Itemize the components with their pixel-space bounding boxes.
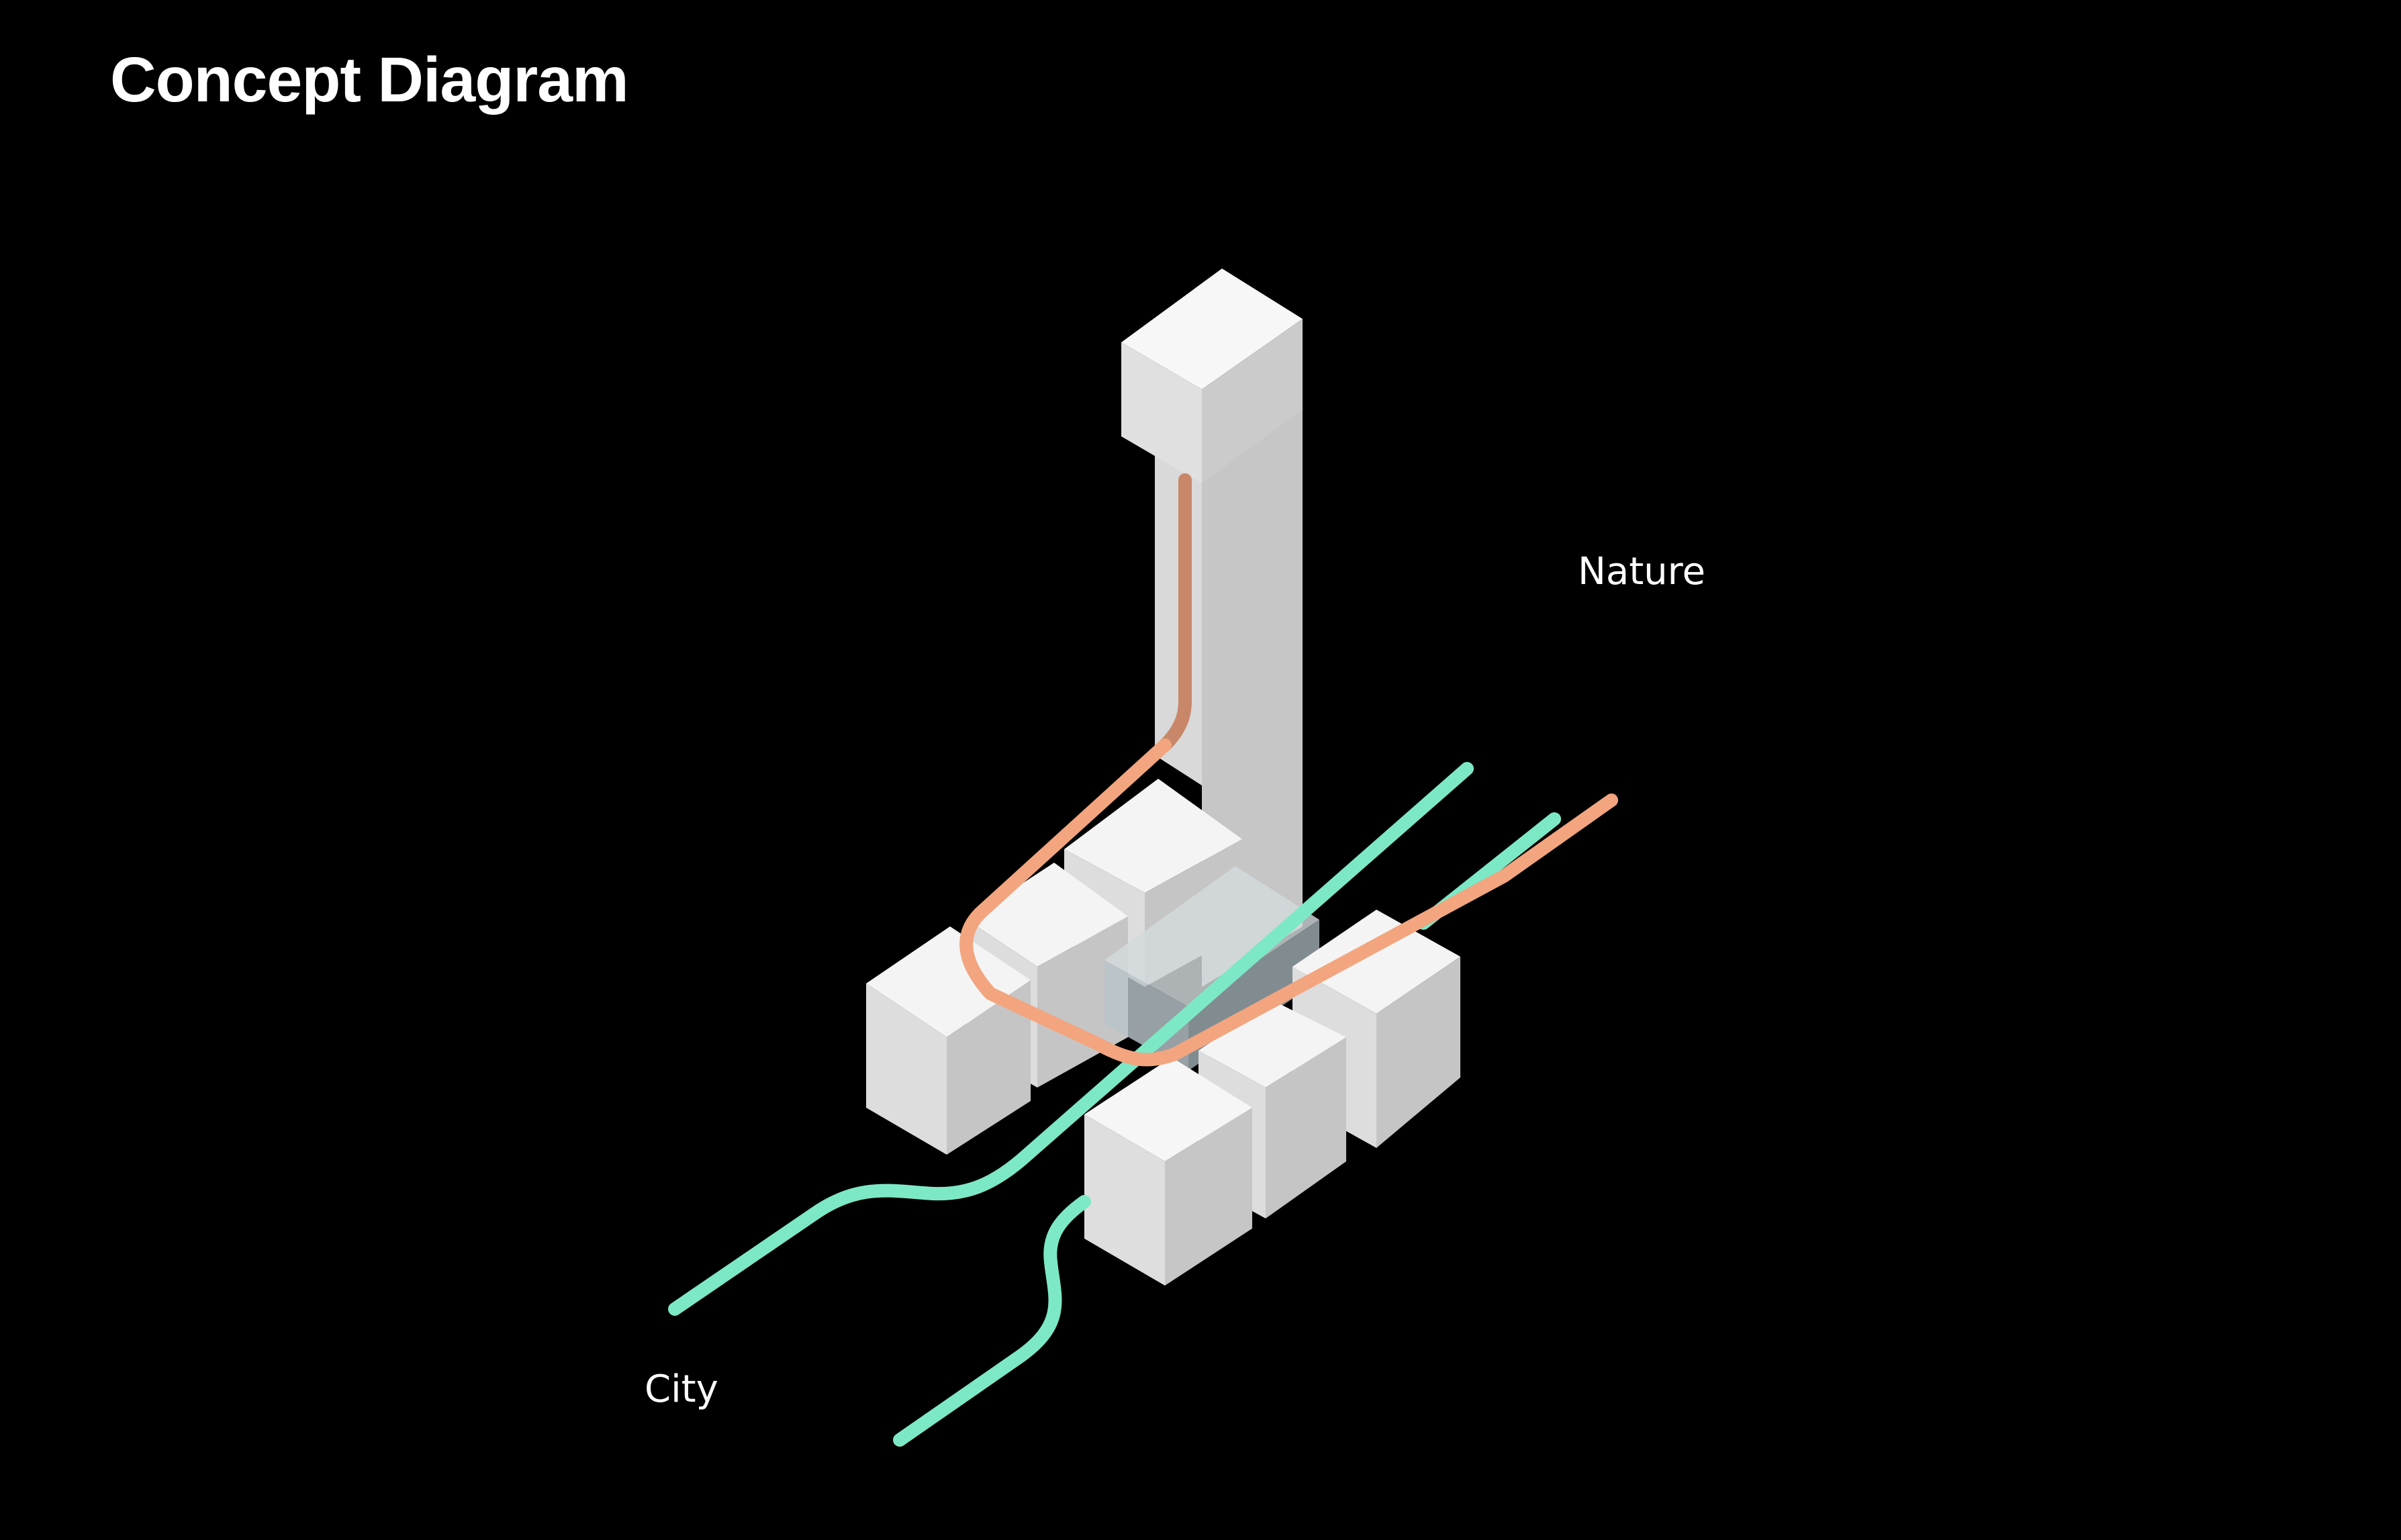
block-top-face	[967, 863, 1128, 967]
city-label: City	[645, 1367, 718, 1411]
block-right-face	[1266, 1037, 1346, 1218]
block-right-face	[1376, 957, 1460, 1148]
block-right-face	[947, 980, 1031, 1155]
glass-left-face	[1104, 960, 1188, 1071]
nature-paths	[959, 473, 1618, 1067]
block-top-face	[1292, 910, 1460, 1014]
glass-top-face	[1104, 866, 1319, 1007]
nature-label: Nature	[1578, 550, 1705, 593]
page-title: Concept Diagram	[110, 44, 629, 115]
tower-crown-right-face	[1202, 319, 1303, 483]
nature-path	[959, 738, 1618, 1067]
tower-crown-block	[1121, 269, 1303, 483]
block-top-face	[866, 926, 1031, 1037]
block-top-face	[1198, 1000, 1346, 1088]
block-left-face	[1084, 1114, 1165, 1286]
block-left-face	[866, 983, 947, 1155]
podium-block-front	[1084, 1057, 1252, 1286]
block-right-face	[1165, 1108, 1252, 1286]
tower-crown-left-face	[1121, 342, 1202, 483]
block-top-face	[1084, 1057, 1252, 1161]
tower-crown-top-face	[1121, 269, 1303, 389]
city-path-upper	[668, 762, 1474, 1316]
building-massing	[866, 269, 1460, 1286]
block-top-face	[1064, 779, 1242, 893]
podium-block-left	[866, 926, 1031, 1155]
